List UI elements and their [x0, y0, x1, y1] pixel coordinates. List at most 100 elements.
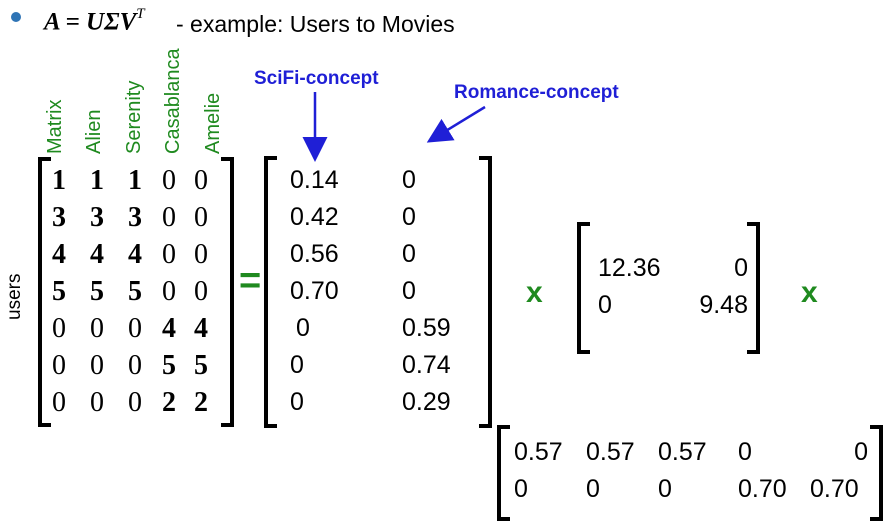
- matrix-a-cell: 2: [194, 387, 208, 418]
- matrix-a-cell: 0: [194, 165, 208, 196]
- matrix-u-cell: 0: [290, 351, 304, 379]
- matrix-a-cell: 4: [90, 239, 104, 270]
- matrix-a-cell: 1: [90, 165, 104, 196]
- matrix-sigma-cell: 9.48: [699, 291, 748, 319]
- matrix-a-cell: 0: [52, 350, 66, 381]
- matrix-a-cell: 2: [162, 387, 176, 418]
- scifi-concept-label: SciFi-concept: [254, 68, 379, 89]
- matrix-vt: 0.57 0.57 0.57 0 0 0 0 0 0.70 0.70: [514, 434, 868, 508]
- matrix-u-cell: 0.42: [290, 203, 339, 231]
- matrix-vt-right-bracket: [870, 425, 883, 521]
- movie-header-alien: Alien: [83, 109, 105, 154]
- matrix-a-cell: 5: [52, 276, 66, 307]
- matrix-u-right-bracket: [479, 156, 492, 428]
- movie-header-matrix: Matrix: [44, 99, 66, 154]
- matrix-sigma-cell: 12.36: [598, 254, 661, 282]
- matrix-a-cell: 0: [194, 239, 208, 270]
- matrix-a-cell: 0: [90, 387, 104, 418]
- matrix-a-cell: 0: [194, 276, 208, 307]
- matrix-vt-cell: 0.57: [586, 438, 635, 466]
- matrix-sigma-cell: 0: [734, 254, 748, 282]
- matrix-u-cell: 0.29: [402, 388, 451, 416]
- matrix-a-row: 0 0 0 4 4: [44, 310, 216, 347]
- matrix-u-cell: 0: [296, 314, 310, 342]
- matrix-a-cell: 1: [128, 165, 142, 196]
- matrix-u-cell: 0: [402, 166, 416, 194]
- matrix-a-right-bracket: [221, 157, 234, 427]
- matrix-u-cell: 0.70: [290, 277, 339, 305]
- matrix-a-row: 1 1 1 0 0: [44, 162, 216, 199]
- matrix-vt-cell: 0.57: [514, 438, 563, 466]
- matrix-vt-left-bracket: [497, 425, 510, 521]
- matrix-a-cell: 0: [162, 202, 176, 233]
- formula-superscript: T: [136, 6, 145, 22]
- matrix-a-cell: 4: [194, 313, 208, 344]
- matrix-a-cell: 5: [90, 276, 104, 307]
- equals-sign: =: [239, 260, 262, 302]
- matrix-a-cell: 0: [162, 165, 176, 196]
- matrix-a-cell: 0: [162, 239, 176, 270]
- matrix-a-cell: 0: [128, 350, 142, 381]
- matrix-a-cell: 5: [194, 350, 208, 381]
- matrix-vt-cell: 0: [586, 475, 600, 503]
- movie-header-amelie: Amelie: [202, 92, 224, 154]
- movie-header-serenity: Serenity: [123, 80, 145, 154]
- matrix-a-row: 5 5 5 0 0: [44, 273, 216, 310]
- matrix-u-cell: 0: [402, 203, 416, 231]
- matrix-u-cell: 0.74: [402, 351, 451, 379]
- matrix-a-cell: 3: [128, 202, 142, 233]
- matrix-u-cell: 0: [402, 277, 416, 305]
- matrix-u-cell: 0: [290, 388, 304, 416]
- matrix-a-row: 4 4 4 0 0: [44, 236, 216, 273]
- matrix-sigma-row: 0 9.48: [598, 287, 748, 324]
- title-text: - example: Users to Movies: [176, 11, 455, 37]
- bullet-point: [11, 12, 21, 22]
- matrix-a-row: 0 0 0 2 2: [44, 384, 216, 421]
- matrix-sigma: 12.36 0 0 9.48: [598, 250, 748, 324]
- matrix-u-row: 0.70 0: [290, 273, 451, 310]
- matrix-a-cell: 5: [162, 350, 176, 381]
- matrix-vt-cell: 0: [738, 438, 752, 466]
- svd-formula: A = UΣVT: [44, 6, 145, 36]
- matrix-a-cell: 3: [90, 202, 104, 233]
- matrix-sigma-cell: 0: [598, 291, 612, 319]
- matrix-sigma-right-bracket: [747, 222, 760, 354]
- matrix-a-cell: 0: [52, 387, 66, 418]
- matrix-a-cell: 0: [128, 313, 142, 344]
- formula-main: A = UΣV: [44, 8, 137, 36]
- matrix-u-row: 0.42 0: [290, 199, 451, 236]
- matrix-a-cell: 1: [52, 165, 66, 196]
- matrix-vt-cell: 0: [854, 438, 868, 466]
- matrix-u-cell: 0.56: [290, 240, 339, 268]
- matrix-vt-cell: 0: [514, 475, 528, 503]
- matrix-a-cell: 0: [90, 350, 104, 381]
- matrix-vt-cell: 0.70: [810, 475, 859, 503]
- matrix-a-cell: 4: [52, 239, 66, 270]
- matrix-vt-row: 0.57 0.57 0.57 0 0: [514, 434, 868, 471]
- matrix-a-cell: 4: [162, 313, 176, 344]
- matrix-a: 1 1 1 0 0 3 3 3 0 0 4 4 4 0 0 5 5 5 0 0 …: [44, 162, 216, 421]
- matrix-a-row: 3 3 3 0 0: [44, 199, 216, 236]
- matrix-vt-cell: 0.57: [658, 438, 707, 466]
- multiply-sign-1: x: [526, 276, 543, 309]
- matrix-sigma-left-bracket: [577, 222, 590, 354]
- matrix-a-cell: 3: [52, 202, 66, 233]
- multiply-sign-2: x: [801, 276, 818, 309]
- matrix-a-cell: 0: [90, 313, 104, 344]
- matrix-a-cell: 4: [128, 239, 142, 270]
- matrix-sigma-row: 12.36 0: [598, 250, 748, 287]
- romance-arrow: [426, 105, 486, 143]
- matrix-vt-cell: 0: [658, 475, 672, 503]
- movie-header-casablanca: Casablanca: [162, 48, 184, 154]
- matrix-u-cell: 0: [402, 240, 416, 268]
- matrix-u-cell: 0.59: [402, 314, 451, 342]
- matrix-a-cell: 5: [128, 276, 142, 307]
- matrix-a-cell: 0: [194, 202, 208, 233]
- matrix-u-left-bracket: [264, 156, 277, 428]
- matrix-a-cell: 0: [52, 313, 66, 344]
